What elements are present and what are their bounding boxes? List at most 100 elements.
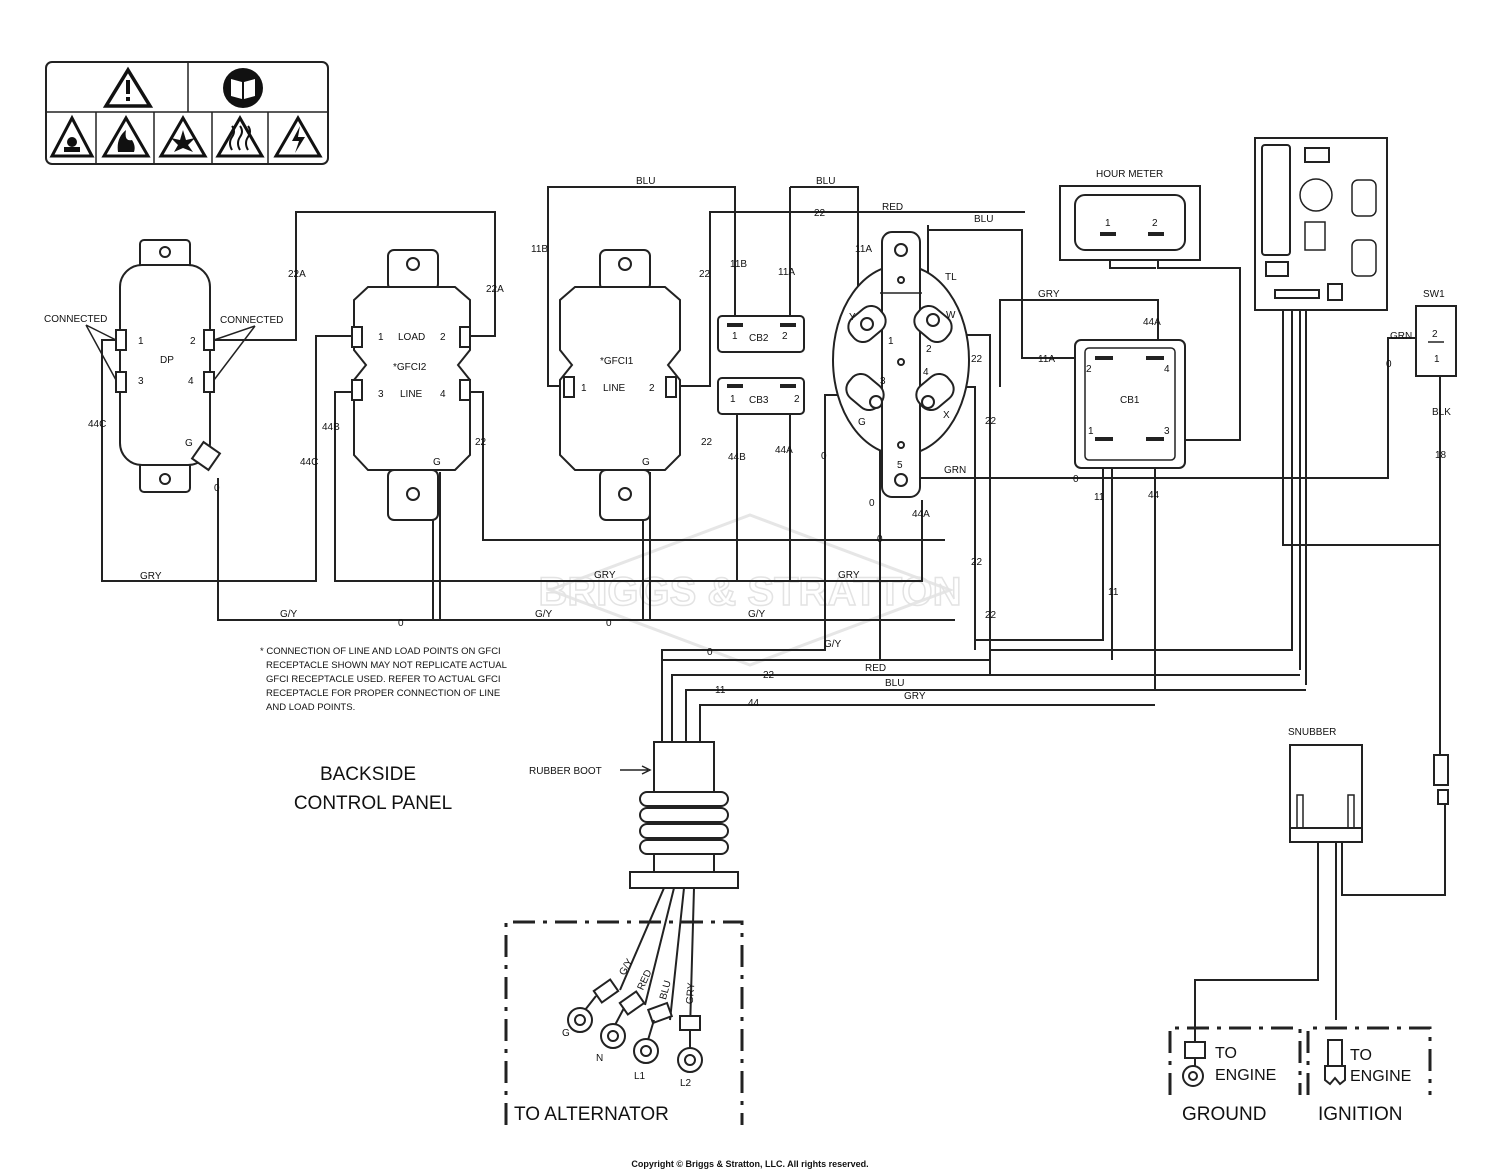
tl-pin-3: 3: [880, 376, 886, 387]
wire-label: 0: [821, 451, 827, 462]
ignition-text1: TO: [1350, 1047, 1372, 1064]
alternator-terminal-label: N: [596, 1053, 603, 1064]
tl-pin-y: Y: [849, 312, 856, 323]
wire-label: RED: [865, 663, 886, 674]
rubber-boot-label: RUBBER BOOT: [529, 766, 602, 777]
gfci1-pin-1: 1: [581, 383, 587, 394]
wire-label: 18: [1435, 450, 1447, 461]
wire-network: [101, 186, 1446, 1042]
dp-connected-left: CONNECTED: [44, 314, 107, 325]
fire-hazard-icon: [101, 115, 151, 158]
dp-connected-right: CONNECTED: [220, 315, 283, 326]
wire-label: 11: [1108, 587, 1119, 598]
terminal-n: [600, 990, 646, 1049]
wire-label: 0: [1073, 474, 1079, 485]
gfci2-line-label: LINE: [400, 389, 423, 400]
alternator-terminal-label: L2: [680, 1078, 692, 1089]
wire-label: GRN: [1390, 331, 1412, 342]
wire-label: 44C: [88, 419, 106, 430]
gfci1-pin-g: G: [642, 457, 650, 468]
gfci2-load-label: LOAD: [398, 332, 425, 343]
cb3-pin-1: 1: [730, 394, 736, 405]
gfci1-name: *GFCI1: [600, 356, 634, 367]
hour-meter: HOUR METER 1 2: [1059, 169, 1201, 261]
wire-label: 11: [715, 685, 726, 696]
wire-label: 11: [1094, 492, 1105, 503]
wire-label: G/Y: [280, 609, 298, 620]
wire-label: BLU: [974, 214, 993, 225]
wire-label: 22: [971, 354, 983, 365]
ignition-title: IGNITION: [1318, 1104, 1402, 1125]
cb1-pin-3: 3: [1164, 426, 1170, 437]
sw1-name: SW1: [1423, 289, 1445, 300]
cb1-pin-1: 1: [1088, 426, 1094, 437]
wire-label: GRY: [904, 691, 926, 702]
wire-label: 44A: [775, 445, 793, 456]
control-module-board: [1254, 137, 1388, 311]
diagram-title-line2: CONTROL PANEL: [294, 793, 452, 814]
dp-pin-2: 2: [190, 336, 196, 347]
tl-name: TL: [945, 272, 957, 283]
cb1-pin-4: 4: [1164, 364, 1170, 375]
ground-text2: ENGINE: [1215, 1067, 1276, 1084]
gfci1-line-label: LINE: [603, 383, 626, 394]
wire-label: BLU: [816, 176, 835, 187]
gfci1-receptacle: 1 2 *GFCI1 LINE G: [559, 249, 681, 521]
note-line: GFCI RECEPTACLE USED. REFER TO ACTUAL GF…: [266, 674, 501, 685]
wire-label: GRY: [838, 570, 860, 581]
wire-label: 44A: [1143, 317, 1161, 328]
wire-label: BLU: [636, 176, 655, 187]
gfci-note: * CONNECTION OF LINE AND LOAD POINTS ON …: [260, 646, 507, 713]
wire-label: 44B: [322, 422, 340, 433]
tl-pin-g: G: [858, 417, 866, 428]
wire-label: RED: [882, 202, 903, 213]
alternator-wire-label: GRY: [685, 982, 698, 1005]
alternator-terminal-label: G: [562, 1028, 570, 1039]
wire-label: 22: [971, 557, 983, 568]
wire-labels: BLU BLU RED BLU 22 22A 22A 11B 22 11B 11…: [88, 176, 1451, 709]
cb1-name: CB1: [1120, 395, 1140, 406]
hour-meter-name: HOUR METER: [1096, 169, 1163, 180]
gfci1-pin-2: 2: [649, 383, 655, 394]
wire-label: GRY: [140, 571, 162, 582]
wire-label: 22: [699, 269, 711, 280]
wire-label: GRN: [944, 465, 966, 476]
wire-label: 0: [214, 483, 220, 494]
wire-label: 0: [869, 498, 875, 509]
wire-label: G/Y: [535, 609, 553, 620]
watermark: BRIGGS & STRATTON: [538, 513, 962, 667]
terminal-l2: [677, 1015, 703, 1073]
wire-label: 0: [398, 618, 404, 629]
gfci2-pin-3: 3: [378, 389, 384, 400]
wire-label: 11A: [855, 244, 872, 255]
dp-pin-4: 4: [188, 376, 194, 387]
gfci2-pin-g: G: [433, 457, 441, 468]
read-manual-icon: [223, 68, 263, 108]
note-line: RECEPTACLE FOR PROPER CONNECTION OF LINE: [266, 688, 500, 699]
cb2-name: CB2: [749, 333, 769, 344]
wire-label: 44B: [728, 452, 746, 463]
wire-label: 0: [1386, 359, 1392, 370]
cb2-breaker: 1 CB2 2: [717, 315, 805, 353]
hot-surface-icon: [215, 115, 265, 158]
dp-receptacle: DP 1 2 3 4 G CONNECTED CONNECTED: [44, 239, 283, 493]
wire-label: 22: [701, 437, 713, 448]
wire-label: 11B: [730, 259, 747, 270]
wire-label: 22A: [288, 269, 306, 280]
wire-label: BLU: [885, 678, 904, 689]
wire-label: 22: [763, 670, 775, 681]
dp-pin-g: G: [185, 438, 193, 449]
ignition-box: TO ENGINE IGNITION: [1306, 1026, 1432, 1125]
electric-shock-icon: [273, 115, 323, 158]
wire-label: BLK: [1432, 407, 1451, 418]
tl-pin-4: 4: [923, 367, 929, 378]
wire-label: 22: [814, 208, 826, 219]
tl-pin-1: 1: [888, 336, 894, 347]
wire-label: 22: [475, 437, 487, 448]
tl-pin-5: 5: [897, 460, 903, 471]
wire-label: 0: [877, 534, 883, 545]
wire-label: G/Y: [824, 639, 842, 650]
sw1-pin-2: 2: [1432, 329, 1438, 340]
cb1-pin-2: 2: [1086, 364, 1092, 375]
